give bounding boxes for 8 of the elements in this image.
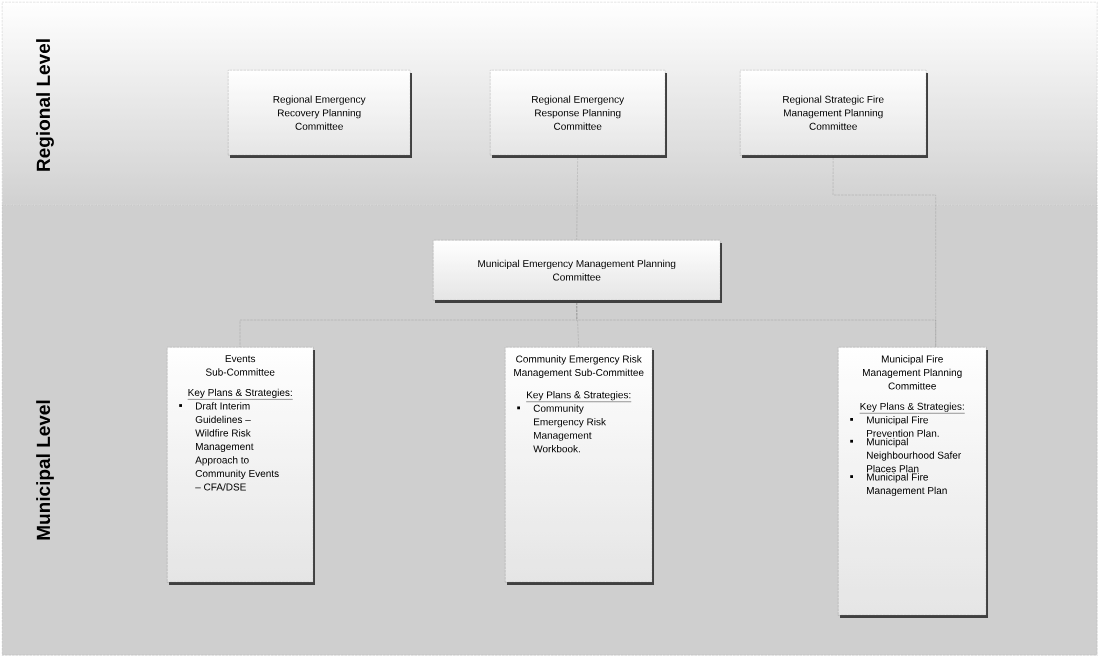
committee-box: Community Emergency Risk Management Sub-Committee Key Plans & Strategies: Community Emergency Risk Management Workbook. [505, 347, 654, 585]
committee-box: Regional Emergency Recovery Planning Committee [228, 70, 412, 158]
committee-box: Municipal Fire Management Planning Committee Key Plans & Strategies: Municipal Fire Prevention Plan. Municipal Neighbourhood Safer Places Plan Municipal Fire Management Plan [838, 347, 988, 618]
connector-line [576, 300, 936, 348]
committee-box: Events Sub-Committee Key Plans & Strategies: Draft Interim Guidelines – Wildfire Risk Management Approach to Community Events – CFA/DSE [167, 347, 315, 585]
committee-box: Municipal Emergency Management Planning Committee [433, 240, 722, 303]
committee-box: Regional Emergency Response Planning Committee [490, 70, 667, 158]
committee-box: Regional Strategic Fire Management Planning Committee [740, 70, 928, 158]
